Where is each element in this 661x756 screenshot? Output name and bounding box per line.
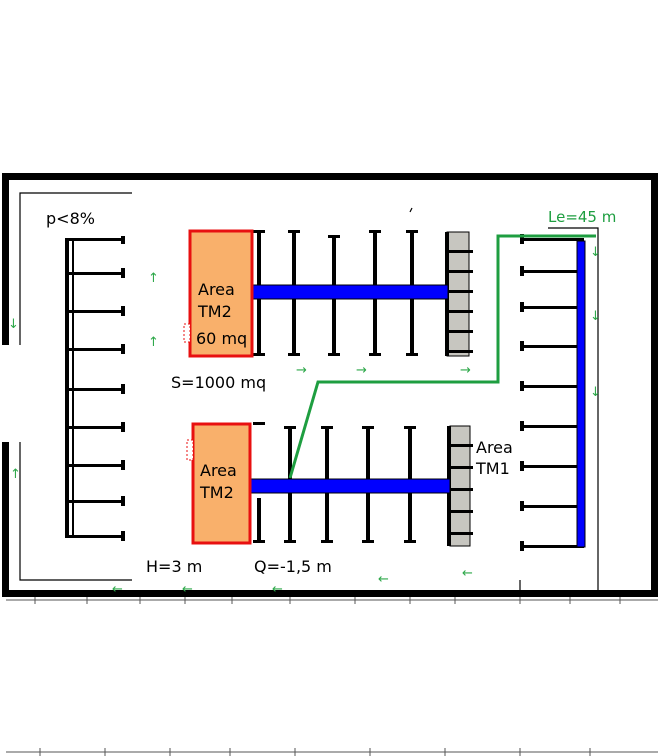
traffic-arrows: ↑ ↑ ↓ ↑ ↓ ↓ ↓ → → → ← ← ← ← ←	[8, 245, 601, 597]
quota-label: Q=-1,5 m	[254, 557, 332, 576]
lane-outlines	[19, 192, 599, 595]
arrow-down: ↓	[590, 385, 601, 400]
arrow-up: ↑	[148, 271, 159, 286]
wall-left-upper	[2, 173, 9, 345]
area-tm2-upper-size: 60 mq	[196, 329, 247, 348]
door-marker-upper	[183, 323, 191, 343]
area-tm2-upper-label: Area	[198, 280, 235, 299]
area-tm2-upper	[188, 229, 254, 358]
arrow-right: →	[356, 363, 367, 378]
arrow-right: →	[460, 363, 471, 378]
arrow-right: →	[296, 363, 307, 378]
area-tm2-upper-label: TM2	[197, 302, 232, 321]
area-tm2-lower-label: TM2	[199, 483, 234, 502]
arrow-up: ↑	[148, 335, 159, 350]
area-tm2-lower	[191, 422, 252, 545]
wall-left-lower	[2, 442, 9, 597]
area-tm1-label: TM1	[475, 459, 510, 478]
parking-row-left	[65, 236, 125, 541]
corridor-upper	[251, 284, 449, 300]
parking-row-right	[520, 234, 584, 551]
wall-right	[651, 173, 658, 597]
scale-ticks	[6, 597, 658, 756]
route-length-label: Le=45 m	[548, 208, 616, 226]
door-marker-lower	[186, 439, 194, 461]
outer-walls	[2, 173, 658, 597]
arrow-left: ←	[182, 582, 193, 597]
arrow-down: ↓	[590, 309, 601, 324]
slope-label: p<8%	[46, 209, 95, 228]
wall-top	[2, 173, 658, 180]
arrow-down: ↓	[8, 317, 19, 332]
wall-bottom	[2, 590, 658, 597]
arrow-left: ←	[378, 572, 389, 587]
arrow-left: ←	[272, 582, 283, 597]
height-label: H=3 m	[146, 557, 202, 576]
corridor-lower	[249, 478, 451, 494]
arrow-left: ←	[112, 582, 123, 597]
area-tm1-label: Area	[476, 438, 513, 457]
arrow-up: ↑	[10, 467, 21, 482]
surface-label: S=1000 mq	[171, 373, 266, 392]
arrow-down: ↓	[590, 245, 601, 260]
escape-route-line	[288, 234, 596, 479]
arrow-left: ←	[462, 566, 473, 581]
area-tm2-lower-label: Area	[200, 461, 237, 480]
corridor-right	[576, 240, 586, 548]
